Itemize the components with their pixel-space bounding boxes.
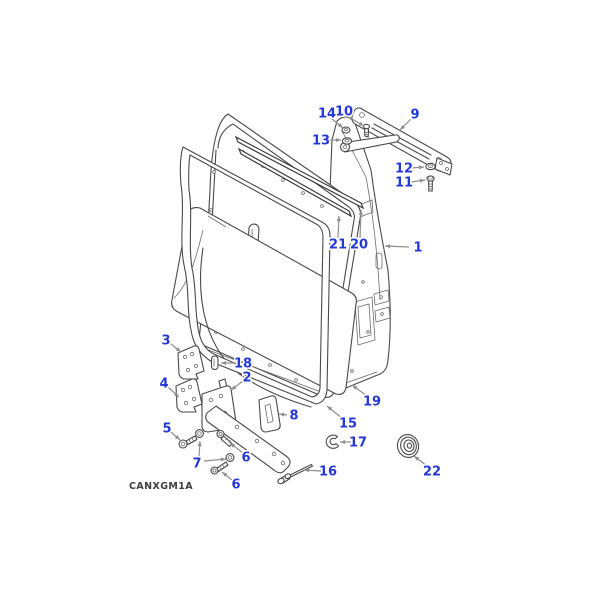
callout-number-1[interactable]: 1 bbox=[412, 239, 424, 257]
leader-arrowhead bbox=[336, 216, 341, 222]
callout-10: 10 bbox=[333, 103, 365, 127]
callout-17: 17 bbox=[340, 434, 369, 452]
stay-assembly bbox=[339, 107, 453, 176]
callout-6: 6 bbox=[229, 442, 252, 467]
callout-8: 8 bbox=[278, 407, 300, 425]
callout-number-22[interactable]: 22 bbox=[421, 463, 442, 481]
callout-18: 18 bbox=[221, 355, 254, 373]
callout-number-19[interactable]: 19 bbox=[361, 393, 382, 411]
callout-21: 21 bbox=[327, 215, 349, 254]
leader-arrowhead bbox=[197, 441, 202, 447]
callout-number-20[interactable]: 20 bbox=[348, 236, 369, 254]
leader-arrowhead bbox=[400, 124, 406, 130]
callout-number-10[interactable]: 10 bbox=[333, 103, 354, 121]
leader-arrowhead bbox=[220, 457, 226, 462]
grommet-buffer-22 bbox=[396, 434, 420, 458]
hinge-washer-7b bbox=[225, 453, 235, 462]
leader-arrowhead bbox=[385, 244, 391, 249]
callout-15: 15 bbox=[326, 405, 359, 433]
leader-arrowhead bbox=[231, 385, 237, 390]
callout-13: 13 bbox=[310, 132, 341, 150]
stay-bolt-11 bbox=[426, 175, 435, 192]
stay-washer-12 bbox=[425, 162, 436, 171]
hinge-plate-upper bbox=[177, 345, 205, 380]
callout-4: 4 bbox=[158, 375, 180, 398]
rivet-16 bbox=[277, 463, 313, 485]
callout-number-14[interactable]: 14 bbox=[316, 105, 337, 123]
pin-bush-18 bbox=[210, 355, 219, 371]
callout-22: 22 bbox=[413, 455, 443, 481]
callout-number-9[interactable]: 9 bbox=[409, 106, 421, 124]
leader-arrowhead bbox=[230, 443, 236, 448]
callout-number-2[interactable]: 2 bbox=[241, 369, 253, 387]
leader-arrowhead bbox=[175, 347, 181, 352]
callout-7: 7 bbox=[191, 440, 227, 473]
callout-number-6[interactable]: 6 bbox=[240, 449, 252, 467]
leader-arrowhead bbox=[279, 412, 285, 417]
callout-number-6[interactable]: 6 bbox=[230, 476, 242, 494]
callout-number-17[interactable]: 17 bbox=[347, 434, 368, 452]
leader-arrowhead bbox=[337, 123, 343, 128]
callout-number-12[interactable]: 12 bbox=[393, 160, 414, 178]
callout-11: 11 bbox=[393, 174, 426, 192]
hinge-washer-7a bbox=[195, 429, 204, 438]
diagram-code: CANXGM1A bbox=[129, 481, 193, 492]
leader-arrowhead bbox=[352, 385, 358, 390]
leader-arrowhead bbox=[304, 468, 310, 473]
leader-arrowhead bbox=[358, 121, 364, 126]
callout-9: 9 bbox=[399, 106, 421, 131]
callout-number-3[interactable]: 3 bbox=[160, 332, 172, 350]
hinge-bolt-6b bbox=[210, 461, 229, 475]
packing-plate-8 bbox=[258, 395, 281, 433]
leader-arrowhead bbox=[174, 435, 180, 440]
callout-14: 14 bbox=[316, 105, 344, 129]
callout-number-8[interactable]: 8 bbox=[288, 407, 300, 425]
leader-arrowhead bbox=[414, 456, 420, 461]
callout-number-7[interactable]: 7 bbox=[191, 455, 203, 473]
callout-16: 16 bbox=[303, 463, 339, 481]
leader-arrowhead bbox=[222, 472, 228, 477]
stay-washer-14 bbox=[341, 126, 351, 134]
callout-3: 3 bbox=[160, 332, 182, 353]
callout-5: 5 bbox=[161, 420, 181, 441]
hinge-bolt-6a bbox=[216, 429, 233, 448]
callout-number-21[interactable]: 21 bbox=[327, 236, 348, 254]
callout-12: 12 bbox=[393, 160, 425, 178]
callout-number-5[interactable]: 5 bbox=[161, 420, 173, 438]
callout-number-18[interactable]: 18 bbox=[232, 355, 253, 373]
leader-arrowhead bbox=[340, 439, 346, 445]
callout-19: 19 bbox=[351, 384, 383, 411]
hinge-plate-lower bbox=[175, 378, 203, 413]
callout-2: 2 bbox=[230, 369, 253, 391]
callout-number-16[interactable]: 16 bbox=[317, 463, 338, 481]
leader-arrowhead bbox=[173, 392, 179, 397]
leader-arrowhead bbox=[335, 137, 341, 143]
callout-6: 6 bbox=[221, 471, 242, 494]
callout-number-13[interactable]: 13 bbox=[310, 132, 331, 150]
leader-arrowhead bbox=[221, 360, 227, 366]
leader-arrowhead bbox=[418, 165, 424, 170]
leader-arrowhead bbox=[327, 406, 333, 411]
hinge-assembly bbox=[201, 378, 291, 474]
callout-1: 1 bbox=[384, 239, 424, 257]
leader-arrowhead bbox=[419, 178, 425, 183]
stay-bolt-10 bbox=[362, 123, 371, 138]
callout-number-11[interactable]: 11 bbox=[393, 174, 414, 192]
stay-washer-13 bbox=[341, 137, 353, 145]
callout-number-4[interactable]: 4 bbox=[158, 375, 170, 393]
callout-20: 20 bbox=[348, 209, 370, 254]
hinge-bolt-5 bbox=[178, 435, 198, 449]
retaining-clip-17 bbox=[325, 434, 340, 449]
leader-arrowhead bbox=[358, 210, 363, 216]
glazing-strip-upper bbox=[234, 135, 365, 210]
door-seal bbox=[179, 146, 331, 405]
callout-number-15[interactable]: 15 bbox=[337, 415, 358, 433]
glazing-strip-lower bbox=[237, 147, 353, 218]
